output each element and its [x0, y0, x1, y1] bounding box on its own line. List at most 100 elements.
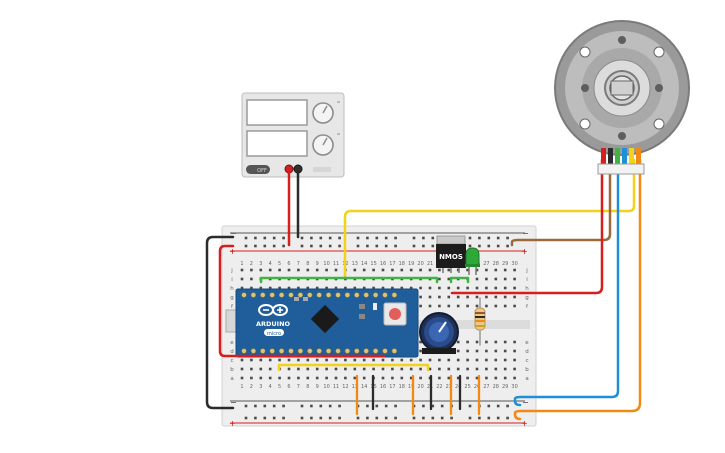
breadboard-hole[interactable] [456, 376, 460, 380]
breadboard-hole[interactable] [485, 286, 488, 290]
rail-hole[interactable] [422, 244, 425, 248]
breadboard-hole[interactable] [353, 268, 357, 272]
breadboard-hole[interactable] [325, 268, 328, 272]
rail-hole[interactable] [254, 404, 257, 408]
rail-hole[interactable] [328, 236, 332, 240]
breadboard-hole[interactable] [372, 367, 375, 371]
breadboard-hole[interactable] [362, 367, 366, 371]
rail-hole[interactable] [431, 244, 435, 248]
rail-hole[interactable] [468, 404, 472, 408]
breadboard-hole[interactable] [297, 358, 300, 362]
breadboard-hole[interactable] [419, 268, 422, 272]
rail-hole[interactable] [468, 236, 472, 240]
breadboard-hole[interactable] [475, 286, 479, 290]
breadboard-hole[interactable] [428, 286, 432, 290]
rail-hole[interactable] [487, 404, 491, 408]
rail-hole[interactable] [394, 236, 397, 240]
rail-hole[interactable] [450, 416, 453, 420]
rail-hole[interactable] [244, 236, 248, 240]
breadboard-hole[interactable] [513, 286, 516, 290]
breadboard-hole[interactable] [268, 376, 272, 380]
breadboard-hole[interactable] [315, 268, 319, 272]
rail-hole[interactable] [310, 416, 313, 420]
breadboard-hole[interactable] [391, 367, 394, 371]
breadboard-hole[interactable] [466, 340, 469, 344]
rail-hole[interactable] [384, 244, 388, 248]
breadboard-hole[interactable] [334, 286, 338, 290]
breadboard-hole[interactable] [391, 268, 394, 272]
breadboard-hole[interactable] [400, 376, 404, 380]
breadboard-hole[interactable] [503, 367, 507, 371]
breadboard-hole[interactable] [475, 277, 479, 281]
breadboard-hole[interactable] [456, 268, 460, 272]
rail-hole[interactable] [422, 404, 425, 408]
rail-hole[interactable] [254, 416, 257, 420]
breadboard-hole[interactable] [306, 268, 310, 272]
breadboard-hole[interactable] [513, 340, 516, 344]
rail-hole[interactable] [478, 244, 481, 248]
rail-hole[interactable] [338, 236, 341, 240]
rail-hole[interactable] [263, 416, 267, 420]
breadboard-hole[interactable] [456, 367, 460, 371]
breadboard-hole[interactable] [344, 286, 347, 290]
breadboard-hole[interactable] [428, 295, 432, 299]
breadboard-hole[interactable] [428, 268, 432, 272]
motor-encoder[interactable] [554, 20, 690, 175]
breadboard-hole[interactable] [362, 268, 366, 272]
rail-hole[interactable] [487, 416, 491, 420]
breadboard-hole[interactable] [513, 358, 516, 362]
breadboard-hole[interactable] [268, 286, 272, 290]
rail-hole[interactable] [328, 404, 332, 408]
rail-hole[interactable] [496, 404, 500, 408]
breadboard-hole[interactable] [372, 358, 375, 362]
breadboard-hole[interactable] [438, 358, 441, 362]
breadboard-hole[interactable] [297, 286, 300, 290]
rail-hole[interactable] [300, 244, 304, 248]
breadboard-hole[interactable] [391, 286, 394, 290]
rail-hole[interactable] [496, 416, 500, 420]
breadboard-hole[interactable] [466, 358, 469, 362]
rail-hole[interactable] [356, 244, 360, 248]
breadboard-hole[interactable] [494, 358, 498, 362]
breadboard-hole[interactable] [456, 349, 460, 353]
breadboard-hole[interactable] [428, 358, 432, 362]
rail-hole[interactable] [506, 244, 509, 248]
rail-hole[interactable] [412, 236, 416, 240]
breadboard-hole[interactable] [306, 358, 310, 362]
breadboard-hole[interactable] [381, 376, 385, 380]
breadboard-hole[interactable] [438, 295, 441, 299]
breadboard-hole[interactable] [503, 295, 507, 299]
rail-hole[interactable] [384, 404, 388, 408]
breadboard-hole[interactable] [391, 358, 394, 362]
breadboard-hole[interactable] [419, 295, 422, 299]
breadboard-hole[interactable] [325, 367, 328, 371]
breadboard-hole[interactable] [419, 358, 422, 362]
breadboard-hole[interactable] [475, 367, 479, 371]
rail-hole[interactable] [300, 404, 304, 408]
breadboard-hole[interactable] [381, 358, 385, 362]
rail-hole[interactable] [328, 244, 332, 248]
breadboard-hole[interactable] [503, 286, 507, 290]
rail-hole[interactable] [431, 416, 435, 420]
breadboard-hole[interactable] [447, 304, 451, 308]
breadboard-hole[interactable] [334, 268, 338, 272]
rail-hole[interactable] [375, 404, 379, 408]
breadboard-hole[interactable] [485, 268, 488, 272]
rail-hole[interactable] [263, 244, 267, 248]
breadboard-hole[interactable] [419, 340, 422, 344]
breadboard-hole[interactable] [325, 376, 328, 380]
rail-hole[interactable] [487, 236, 491, 240]
breadboard-hole[interactable] [315, 286, 319, 290]
rail-hole[interactable] [366, 404, 369, 408]
breadboard-hole[interactable] [447, 286, 451, 290]
breadboard-hole[interactable] [513, 367, 516, 371]
breadboard-hole[interactable] [503, 304, 507, 308]
breadboard-hole[interactable] [250, 286, 253, 290]
breadboard-hole[interactable] [475, 376, 479, 380]
rail-hole[interactable] [272, 404, 276, 408]
breadboard-hole[interactable] [353, 286, 357, 290]
nmos-transistor[interactable]: NMOS [436, 235, 466, 273]
breadboard-hole[interactable] [475, 304, 479, 308]
rail-hole[interactable] [319, 416, 323, 420]
breadboard-hole[interactable] [344, 358, 347, 362]
